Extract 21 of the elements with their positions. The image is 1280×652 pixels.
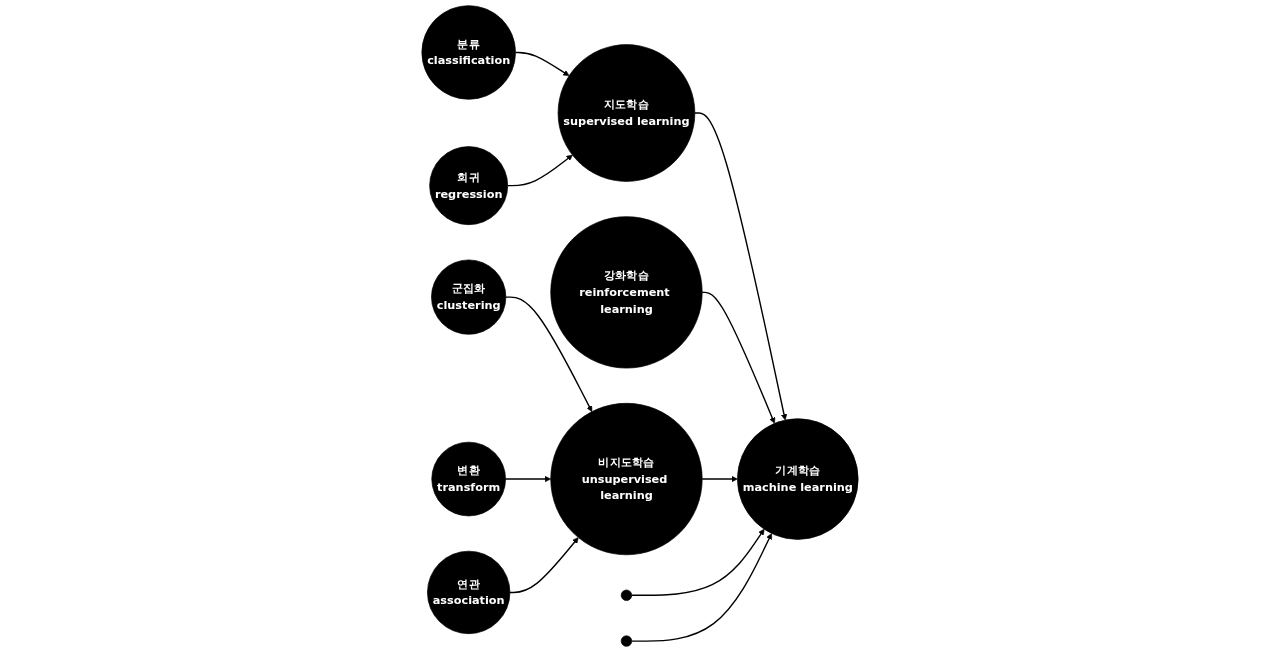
arrow [701,291,776,424]
node-circle: 회귀 regression [429,146,509,226]
arrow [631,533,772,642]
node-circle: 연관 association [427,550,511,635]
arrow [505,296,593,412]
node-circle: 비지도학습 unsupervised learning [550,402,703,556]
arrow [514,51,570,77]
arrow [507,154,573,187]
node-circle: 변환 transform [431,441,506,517]
arrow [694,112,788,421]
node-circle: 지도학습 supervised learning [557,44,696,182]
node-circle: 군집화 clustering [431,259,507,335]
node-circle [620,635,633,647]
node-circle: 기계학습 machine learning [737,418,859,540]
arrow [509,537,579,594]
node-circle: 분류 classification [421,5,516,100]
node-circle [620,589,633,601]
arrow [701,475,738,483]
arrow [504,475,551,483]
node-circle: 강화학습 reinforcement learning [550,216,703,369]
arrow [631,528,765,596]
